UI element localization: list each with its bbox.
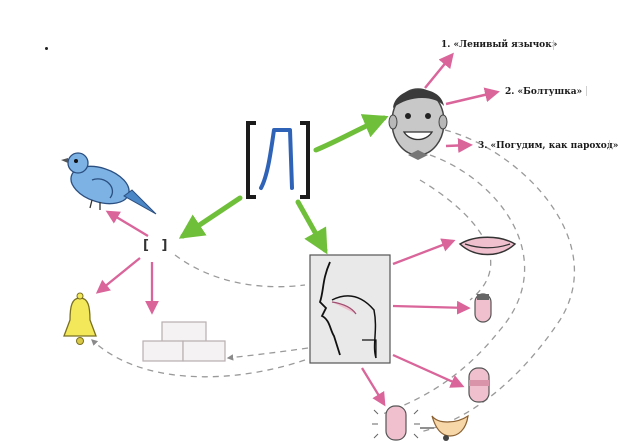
syllable-blocks-icon (142, 321, 226, 362)
dashed-curve-inner (419, 179, 492, 301)
blue-bird-icon (61, 152, 157, 215)
dashed-curve-to-blocks (226, 347, 309, 361)
dashed-curve-middle (379, 154, 526, 416)
arrow-to-exercise-2 (445, 87, 500, 106)
arrow-to-tongue-tip (392, 300, 471, 315)
label-tick-3 (609, 140, 610, 150)
exercise-label-3: 3. «Погудим, как пароход» (478, 141, 619, 151)
smiling-boy-face-icon (388, 88, 448, 160)
arrow-to-lips (392, 238, 456, 266)
bell-icon (63, 292, 97, 345)
dashed-guides (91, 129, 575, 433)
arrow-to-bird (105, 210, 149, 237)
green-arrows (178, 114, 389, 255)
left-bracket (246, 121, 256, 199)
exercise-label-1: 1. «Ленивый язычок» (441, 40, 558, 50)
tongue-tip-icon (474, 293, 492, 323)
pink-arrows-bracket (95, 210, 159, 315)
arrow-to-vocal-cords (361, 367, 386, 407)
arrow-to-exercise-1 (424, 52, 454, 89)
green-arrow-to-profile (295, 199, 328, 255)
arrow-to-raised-tongue (392, 353, 465, 388)
vocal-cord-icon (372, 405, 420, 441)
dashed-curve-bracket-to-profile (174, 254, 306, 288)
label-tick-2 (586, 86, 587, 96)
pink-arrows-exercises (424, 52, 500, 153)
label-tick-1 (553, 40, 554, 50)
corner-dot (45, 47, 48, 50)
tongue-shape-icon (420, 414, 469, 441)
arrow-to-bell (95, 257, 141, 294)
main-letter-l-icon (246, 121, 310, 199)
green-arrow-to-bracket (178, 195, 243, 239)
green-arrow-to-face (313, 114, 389, 153)
raised-tongue-icon (468, 367, 490, 403)
smiling-lips-icon (458, 236, 517, 256)
dashed-curve-to-bell (91, 339, 306, 378)
right-bracket (300, 121, 310, 199)
letter-l-stroke (259, 128, 294, 190)
articulation-profile-icon (309, 254, 391, 364)
small-brackets: [ ] (143, 238, 172, 253)
arrow-to-exercise-3 (445, 138, 473, 153)
dashed-curve-outer (419, 129, 575, 433)
exercise-label-2: 2. «Болтушка» (505, 87, 583, 97)
pink-arrows-profile (361, 238, 471, 407)
